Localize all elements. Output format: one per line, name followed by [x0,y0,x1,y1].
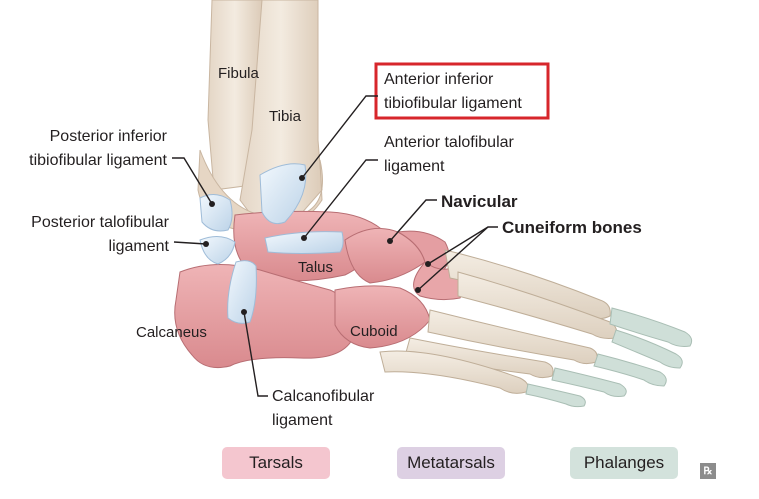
anterior-inferior-label-line2: tibiofibular ligament [384,95,522,112]
pointer-lines [172,95,498,397]
anterior-inferior-tibiofibular-ligament [259,163,307,225]
highlight-box [374,62,550,120]
anterior-inferior-label-line1: Anterior inferior [384,71,494,88]
posterior-talofibular-ligament [199,236,236,265]
anterior-talofibular-ligament [264,231,344,254]
posterior-inferior-tibiofibular-ligament [199,194,233,232]
calcanofibular-label-line1: Calcanofibular [272,388,375,405]
calcanofibular-ligament [227,260,257,324]
posterior-talofibular-label-line1: Posterior talofibular [31,214,170,231]
posterior-talofibular-label-line2: ligament [109,238,170,255]
cuboid-label: Cuboid [350,323,398,340]
talus-label: Talus [298,259,333,276]
cuneiform-label: Cuneiform bones [502,218,642,237]
phalanx-bones [525,307,693,408]
legend-phalanges: Phalanges [570,447,678,479]
tibia-label: Tibia [269,108,302,125]
legend-metatarsals: Metatarsals [397,447,505,479]
calcaneus-bone [174,264,353,369]
legend-tarsals: Tarsals [222,447,330,479]
anterior-talofibular-label-line1: Anterior talofibular [384,134,515,151]
posterior-inferior-label-line2: tibiofibular ligament [29,152,167,169]
anterior-talofibular-label-line2: ligament [384,158,445,175]
rx-icon: ℞ [700,463,716,479]
navicular-label: Navicular [441,192,518,211]
fibula-label: Fibula [218,65,260,82]
calcaneus-label: Calcaneus [136,324,207,341]
calcanofibular-label-line2: ligament [272,412,333,429]
posterior-inferior-label-line1: Posterior inferior [50,128,168,145]
